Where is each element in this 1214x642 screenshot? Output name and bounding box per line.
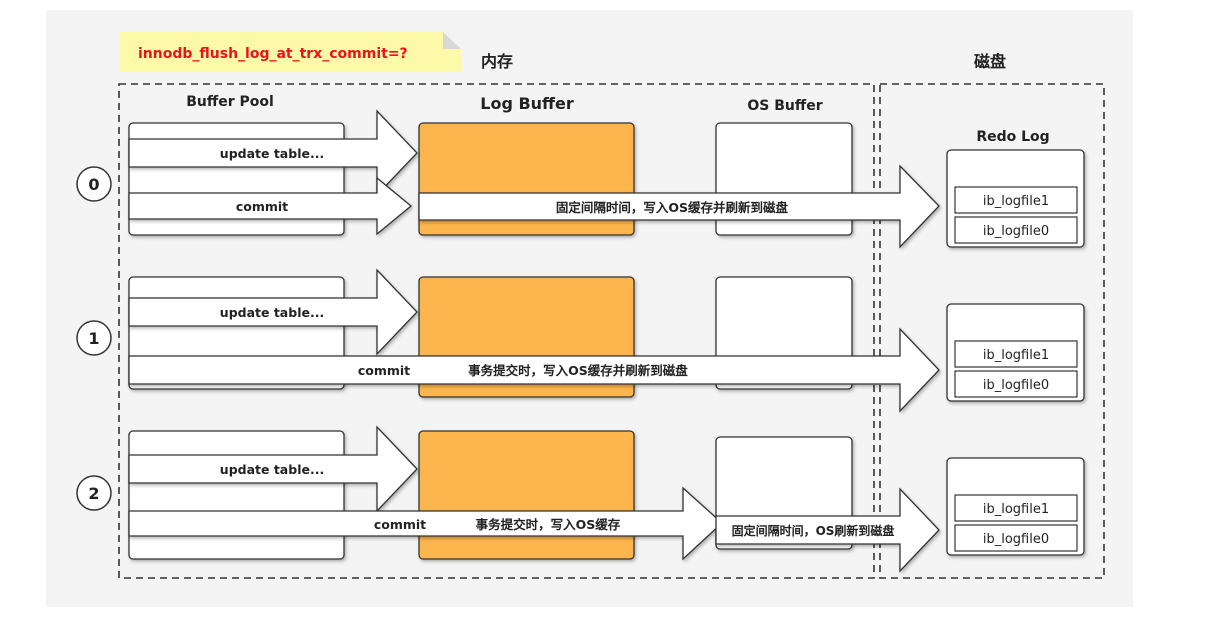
row-2: ib_logfile1 ib_logfile0 update table... … <box>76 425 1085 573</box>
memory-region-border <box>118 83 875 579</box>
ib-logfile0-label: ib_logfile0 <box>983 378 1049 393</box>
ib-logfile0-box <box>954 370 1078 398</box>
buffer-pool-header: Buffer Pool <box>186 94 274 110</box>
ib-logfile1-box <box>954 340 1078 368</box>
redo-log-header: Redo Log <box>976 129 1049 145</box>
update-arrow <box>128 425 418 513</box>
write-os-arrow-label: 事务提交时，写入OS缓存 <box>476 517 621 532</box>
row-0: ib_logfile1 ib_logfile0 update table... … <box>76 109 1085 249</box>
ib-logfile1-label: ib_logfile1 <box>983 194 1049 209</box>
disk-region-label: 磁盘 <box>974 52 1006 71</box>
ib-logfile0-box <box>954 524 1078 552</box>
log-buffer-header: Log Buffer <box>480 94 574 113</box>
ib-logfile0-label: ib_logfile0 <box>983 532 1049 547</box>
flush-arrow-label: 固定间隔时间，写入OS缓存并刷新到磁盘 <box>556 200 789 215</box>
flush-arrow-label: 事务提交时，写入OS缓存并刷新到磁盘 <box>468 363 688 378</box>
update-arrow <box>128 268 418 356</box>
disk-region-border <box>879 83 1105 579</box>
update-arrow-label: update table... <box>220 305 324 320</box>
row-number-label: 1 <box>88 329 99 348</box>
row-number-circle <box>76 320 112 356</box>
commit-flush-arrow <box>128 327 940 413</box>
ib-logfile1-label: ib_logfile1 <box>983 348 1049 363</box>
ib-logfile1-box <box>954 494 1078 522</box>
update-arrow-label: update table... <box>220 146 324 161</box>
ib-logfile0-label: ib_logfile0 <box>983 224 1049 239</box>
log-buffer-box <box>418 430 635 560</box>
question-note: innodb_flush_log_at_trx_commit=? <box>120 32 461 72</box>
commit-arrow-label: commit <box>358 363 410 378</box>
row-number-label: 2 <box>88 484 99 503</box>
row-number-label: 0 <box>88 175 99 194</box>
update-arrow <box>128 109 418 197</box>
update-arrow-label: update table... <box>220 462 324 477</box>
ib-logfile1-label: ib_logfile1 <box>983 502 1049 517</box>
commit-arrow-label: commit <box>374 517 426 532</box>
ib-logfile0-box <box>954 216 1078 244</box>
os-buffer-header: OS Buffer <box>747 98 822 114</box>
buffer-pool-box <box>128 430 345 560</box>
commit-write-arrow <box>128 486 723 561</box>
commit-arrow <box>128 176 413 236</box>
row-1: ib_logfile1 ib_logfile0 update table... … <box>76 268 1085 413</box>
os-flush-arrow <box>715 487 940 573</box>
commit-arrow-label: commit <box>236 199 288 214</box>
ib-logfile1-box <box>954 186 1078 214</box>
flush-arrow <box>418 164 940 249</box>
row-number-circle <box>76 166 112 202</box>
question-note-text: innodb_flush_log_at_trx_commit=? <box>138 46 408 62</box>
os-flush-arrow-label: 固定间隔时间，OS刷新到磁盘 <box>732 523 895 538</box>
row-number-circle <box>76 475 112 511</box>
memory-region-label: 内存 <box>481 52 513 71</box>
